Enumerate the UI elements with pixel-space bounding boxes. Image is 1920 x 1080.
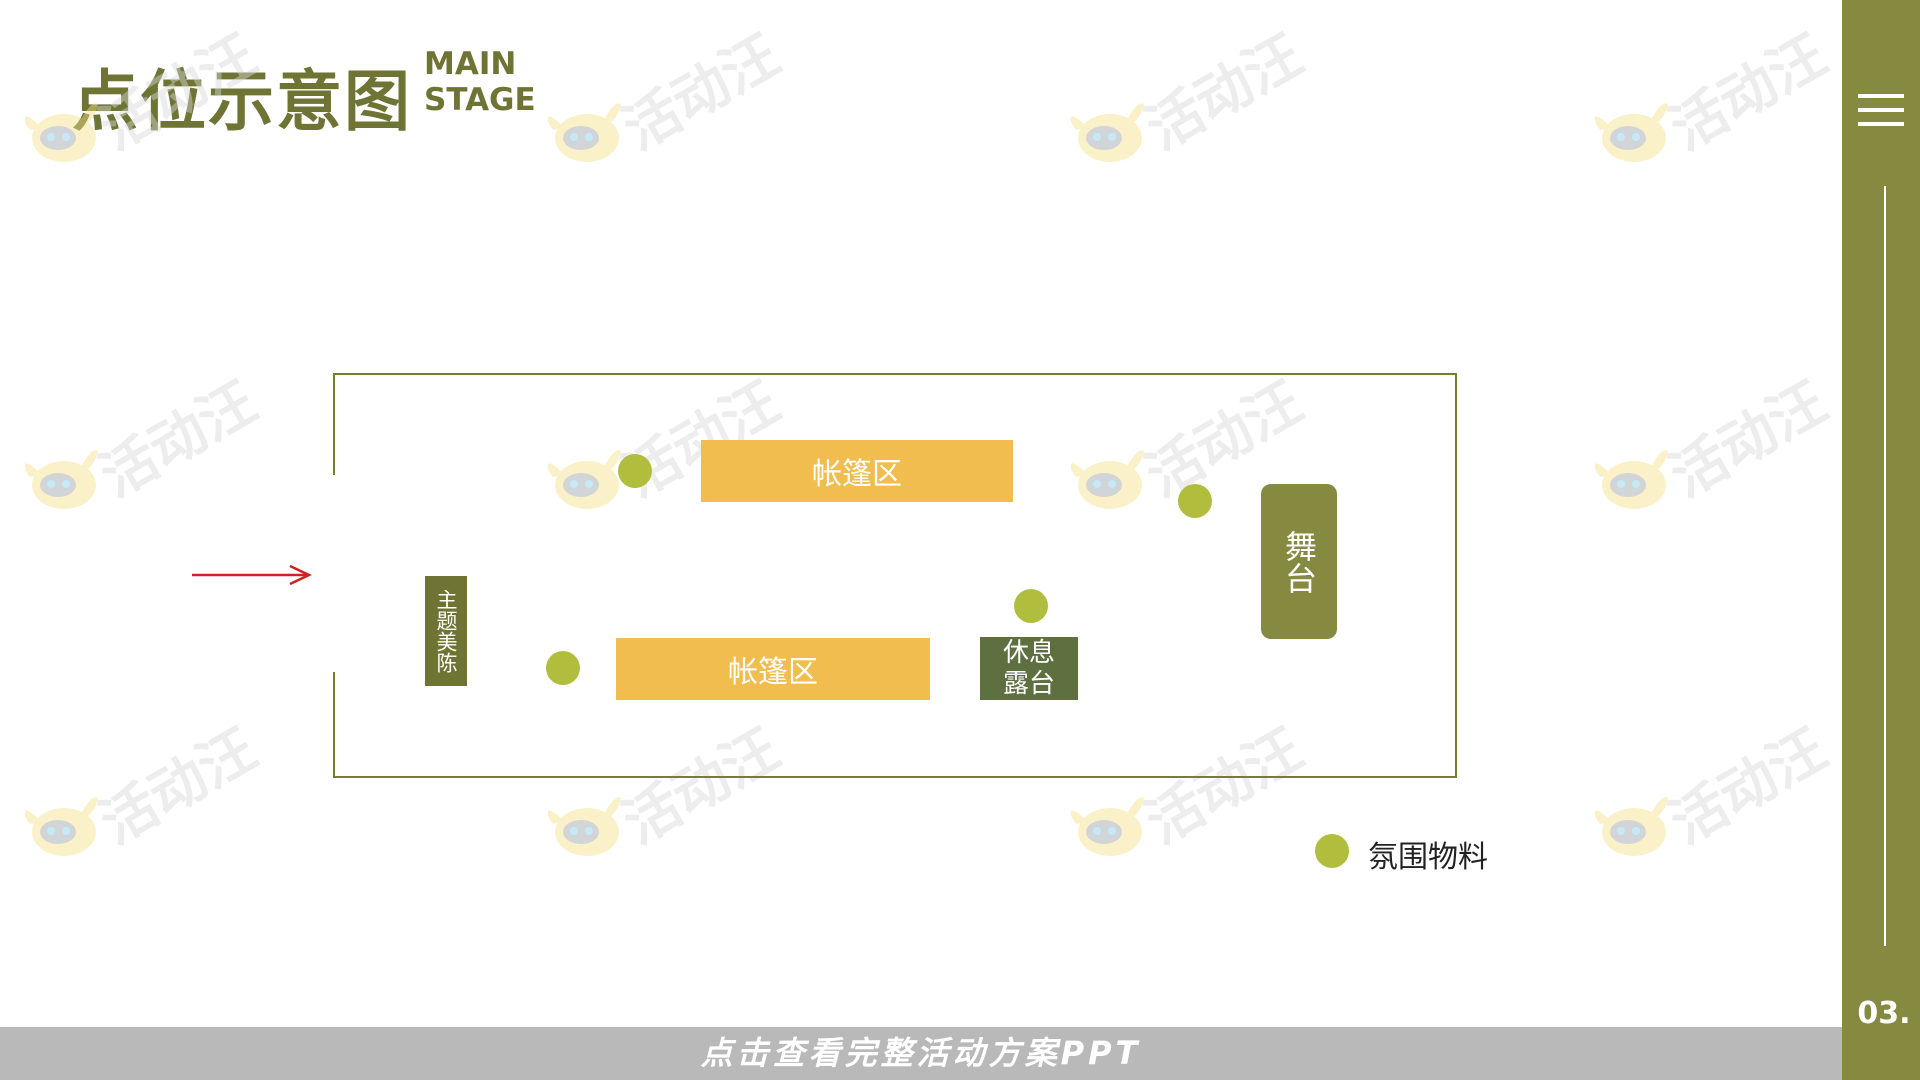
hamburger-menu-icon[interactable] [1858,94,1904,130]
atmosphere-material-dot [1178,484,1212,518]
watermark-text: 活动汪 [1659,22,1838,163]
bunny-mascot-icon [1594,103,1668,162]
bunny-mascot-icon [24,450,98,509]
bunny-mascot-icon [1070,450,1144,509]
venue-outline-left-lower [333,672,335,778]
legend-dot [1315,834,1349,868]
watermark-text: 活动汪 [89,716,268,857]
venue-outline-left-upper [333,373,335,475]
watermark-text: 活动汪 [612,22,791,163]
watermark-text: 活动汪 [1659,369,1838,510]
bunny-mascot-icon [1070,103,1144,162]
watermark: 活动汪 [22,370,267,535]
bunny-mascot-icon [1070,797,1144,856]
bunny-mascot-icon [24,797,98,856]
page-title: 点位示意图 [72,63,412,140]
tent-zone-bottom: 帐篷区 [616,638,930,700]
watermark-text: 活动汪 [89,369,268,510]
watermark: 活动汪 [1068,23,1313,188]
atmosphere-material-dot [618,454,652,488]
tent-zone-top: 帐篷区 [701,440,1013,502]
venue-outline-bottom [333,776,1457,778]
atmosphere-material-dot [546,651,580,685]
watermark: 活动汪 [1068,717,1313,882]
watermark-text: 活动汪 [1135,22,1314,163]
stage-zone: 舞台 [1261,484,1337,639]
watermark-text: 活动汪 [1135,716,1314,857]
page-subtitle: MAIN STAGE [424,46,536,118]
watermark-text: 活动汪 [612,716,791,857]
watermark: 活动汪 [1592,717,1837,882]
entrance-arrow-icon [192,564,312,586]
view-full-plan-banner[interactable]: 点击查看完整活动方案PPT [0,1027,1842,1080]
watermark: 活动汪 [22,717,267,882]
bunny-mascot-icon [1594,450,1668,509]
bunny-mascot-icon [547,797,621,856]
theme-display-zone: 主题美陈 [425,576,467,686]
bunny-mascot-icon [1594,797,1668,856]
watermark-text: 活动汪 [1659,716,1838,857]
right-sidebar [1842,0,1920,1080]
legend-label: 氛围物料 [1368,840,1488,875]
sidebar-divider [1884,186,1886,946]
watermark: 活动汪 [1592,370,1837,535]
page-number: 03. [1857,996,1911,1031]
watermark: 活动汪 [545,23,790,188]
watermark: 活动汪 [1592,23,1837,188]
venue-outline-right [1455,373,1457,778]
rest-terrace-zone: 休息 露台 [980,637,1078,700]
atmosphere-material-dot [1014,589,1048,623]
venue-outline-top [333,373,1457,375]
watermark: 活动汪 [545,717,790,882]
bunny-mascot-icon [547,103,621,162]
